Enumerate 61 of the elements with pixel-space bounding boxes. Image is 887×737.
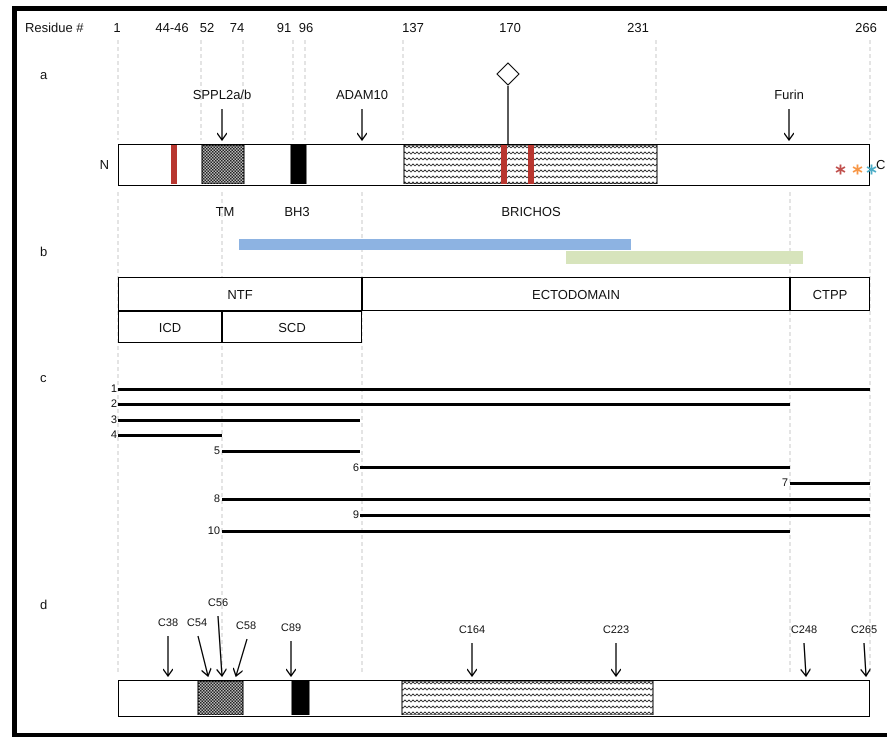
panel-letter: d [40, 597, 48, 613]
cysteine-label: C223 [597, 623, 635, 637]
arrow [610, 643, 622, 677]
glycosylation-diamond [496, 62, 520, 86]
enzyme-label: SPPL2a/b [182, 85, 262, 103]
region-box: ICD [118, 311, 222, 343]
cysteine-label: C265 [845, 623, 883, 637]
arrow [356, 109, 368, 141]
arrow [783, 109, 795, 141]
residue-number: 44-46 [155, 20, 189, 36]
residue-number: 52 [200, 20, 214, 36]
residue-number: 137 [402, 20, 424, 36]
terminus-label: C [876, 157, 886, 173]
residue-number: 231 [627, 20, 649, 36]
arrow [197, 636, 212, 677]
enzyme-label: ADAM10 [322, 85, 402, 103]
fragment-number: 2 [110, 398, 117, 411]
cysteine-label: C164 [453, 623, 491, 637]
panel-letter: b [40, 244, 48, 260]
region-box: ECTODOMAIN [362, 277, 790, 311]
cysteine-label: C248 [785, 623, 823, 637]
arrow [285, 641, 297, 677]
domain-label: BH3 [284, 204, 310, 220]
fragment-number: 5 [214, 445, 220, 458]
panel-letter: a [40, 67, 48, 83]
arrow [162, 636, 174, 677]
region-box: NTF [118, 277, 362, 311]
domain-label: BRICHOS [501, 204, 561, 220]
axis-label: Residue # [25, 20, 84, 36]
arrow [860, 642, 872, 677]
residue-number: 266 [855, 20, 877, 36]
terminus-label: N [100, 157, 109, 173]
arrow [466, 643, 478, 677]
region-box: CTPP [790, 277, 870, 311]
fragment-number: 1 [110, 383, 117, 396]
enzyme-label: Furin [759, 85, 819, 103]
connector-line [507, 86, 509, 144]
protein-bar [118, 680, 870, 717]
region-box: SCD [222, 311, 362, 343]
fragment-number: 10 [208, 525, 220, 538]
protein-bar [118, 144, 870, 186]
fragment-number: 7 [782, 477, 788, 490]
arrow [232, 638, 248, 677]
residue-number: 170 [499, 20, 521, 36]
arrow [216, 616, 228, 677]
arrow [216, 109, 228, 141]
fragment-number: 4 [110, 429, 117, 442]
residue-number: 74 [230, 20, 244, 36]
fragment-number: 6 [352, 462, 359, 475]
arrow [800, 642, 812, 677]
panel-letter: c [40, 370, 46, 386]
residue-number: 96 [298, 20, 314, 36]
domain-label: TM [216, 204, 234, 220]
residue-number: 1 [113, 20, 121, 36]
residue-number: 91 [276, 20, 292, 36]
fragment-number: 3 [110, 414, 117, 427]
fragment-number: 9 [352, 509, 359, 522]
cysteine-label: C89 [274, 621, 308, 635]
cysteine-label: C56 [203, 596, 233, 610]
fragment-number: 8 [214, 493, 220, 506]
cysteine-label: C58 [230, 619, 262, 633]
